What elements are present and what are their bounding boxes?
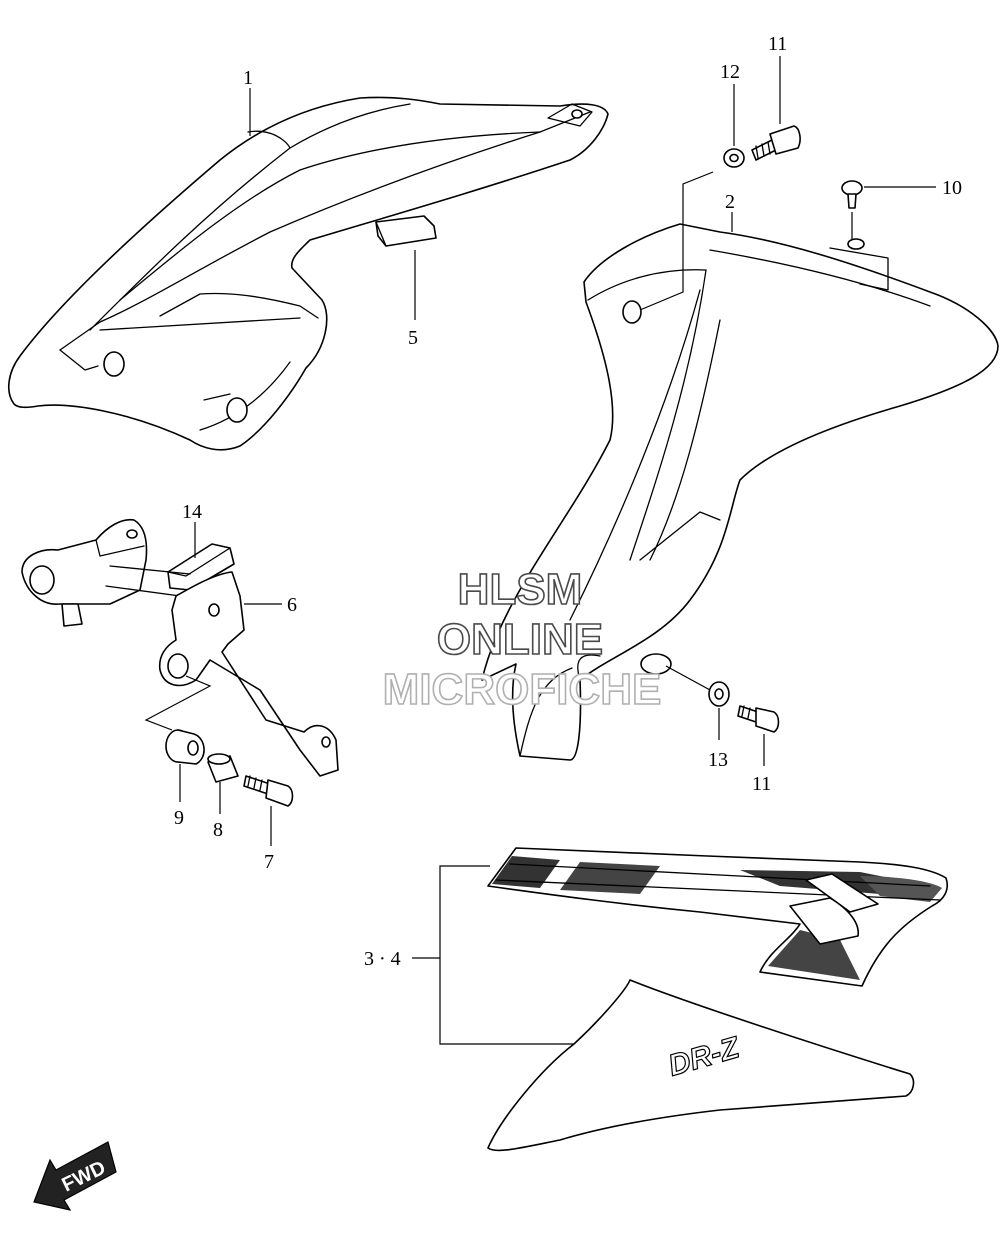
part-6-bracket[interactable]	[21, 518, 339, 777]
part-10-rivet[interactable]	[841, 180, 863, 209]
part-9-grommet[interactable]	[165, 729, 205, 765]
part-3-decal-upper[interactable]	[487, 847, 948, 987]
callout-13: 13	[708, 749, 728, 771]
part-2-right-shroud[interactable]	[481, 223, 999, 761]
watermark-line-1: HLSM	[458, 565, 583, 614]
callout-14: 14	[182, 501, 202, 523]
part-5-pad[interactable]	[375, 215, 437, 247]
part-11-bolt-top[interactable]	[751, 125, 801, 161]
callout-7: 7	[264, 851, 274, 873]
part-11-bolt-bottom[interactable]	[737, 705, 780, 733]
assembly-line-9	[144, 675, 212, 731]
callout-12: 12	[720, 61, 740, 83]
callout-8: 8	[213, 819, 223, 841]
callout-6: 6	[287, 594, 297, 616]
watermark-line-2: ONLINE	[437, 615, 603, 664]
part-12-washer[interactable]	[723, 148, 745, 168]
callout-11-bottom: 11	[752, 773, 771, 795]
watermark: HLSM ONLINE MICROFICHE	[382, 564, 662, 715]
assembly-line-13	[665, 665, 711, 691]
callout-3-4: 3 · 4	[364, 948, 401, 970]
leader-34-bracket	[439, 865, 574, 1045]
assembly-line-11-top	[639, 171, 714, 311]
part-8-collar[interactable]	[207, 753, 239, 783]
callout-5: 5	[408, 327, 418, 349]
part-14-pad[interactable]	[167, 543, 235, 591]
part-4-decal-lower[interactable]: DR-Z	[487, 979, 915, 1152]
part-1-left-shroud[interactable]	[7, 96, 609, 451]
part-7-bolt[interactable]	[243, 775, 294, 807]
callout-10: 10	[942, 177, 962, 199]
part-13-washer[interactable]	[708, 681, 730, 707]
callout-2: 2	[725, 191, 735, 213]
callout-9: 9	[174, 807, 184, 829]
callout-11-top: 11	[768, 33, 787, 55]
watermark-line-3: MICROFICHE	[383, 665, 662, 714]
callout-1: 1	[243, 67, 253, 89]
fwd-arrow-icon: FWD	[33, 1141, 117, 1211]
